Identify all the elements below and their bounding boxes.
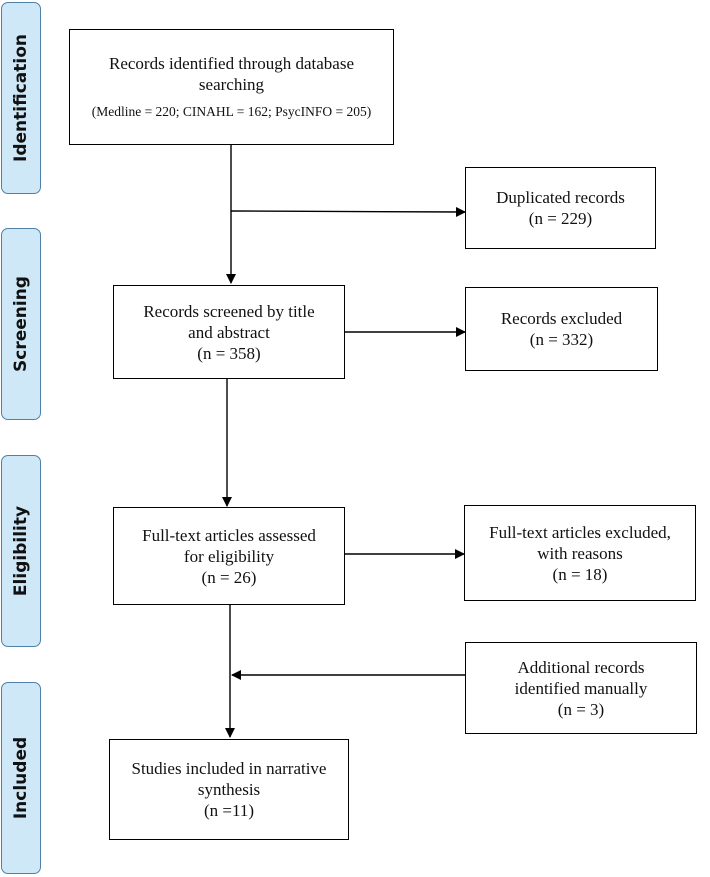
arrow-to-duplicates [230,206,466,217]
stage-screening: Screening [1,228,41,420]
fulltext-assessed-count: (n = 26) [201,567,257,587]
records-screened-count: (n = 358) [197,343,261,363]
records-identified-line1: Records identified through database [108,54,354,73]
box-studies-included: Studies included in narrative synthesis … [109,739,349,840]
fulltext-excluded-count: (n = 18) [552,564,608,584]
stage-identification: Identification [1,2,41,194]
records-excluded-count: (n = 332) [529,330,594,349]
duplicated-records-count: (n = 229) [528,209,593,228]
records-screened-line2: and abstract [188,322,270,342]
box-additional-records: Additional records identified manually (… [465,642,697,734]
studies-included-count: (n =11) [203,801,255,820]
stage-included: Included [1,682,41,874]
records-identified-line2: searching [198,75,265,94]
box-fulltext-assessed: Full-text articles assessed for eligibil… [113,507,345,605]
records-screened-line1: Records screened by title [143,301,315,321]
fulltext-assessed-line2: for eligibility [183,546,275,566]
records-identified-detail: (Medline = 220; CINAHL = 162; PsycINFO =… [91,104,372,119]
studies-included-line1: Studies included in narrative [131,759,327,778]
box-records-excluded: Records excluded (n = 332) [465,287,658,371]
stage-eligibility: Eligibility [1,455,41,647]
duplicated-records-label: Duplicated records [496,188,625,207]
studies-included-line2: synthesis [197,780,261,799]
additional-records-line2: identified manually [514,678,648,698]
box-duplicated-records: Duplicated records (n = 229) [465,167,656,249]
additional-records-count: (n = 3) [557,699,605,719]
box-records-identified: Records identified through database sear… [69,29,394,145]
fulltext-excluded-line2: with reasons [537,543,623,563]
box-records-screened: Records screened by title and abstract (… [113,285,345,379]
records-excluded-label: Records excluded [500,309,623,328]
box-fulltext-excluded: Full-text articles excluded, with reason… [464,505,696,601]
additional-records-line1: Additional records [517,657,645,677]
fulltext-assessed-line1: Full-text articles assessed [142,525,316,545]
fulltext-excluded-line1: Full-text articles excluded, [489,522,671,542]
